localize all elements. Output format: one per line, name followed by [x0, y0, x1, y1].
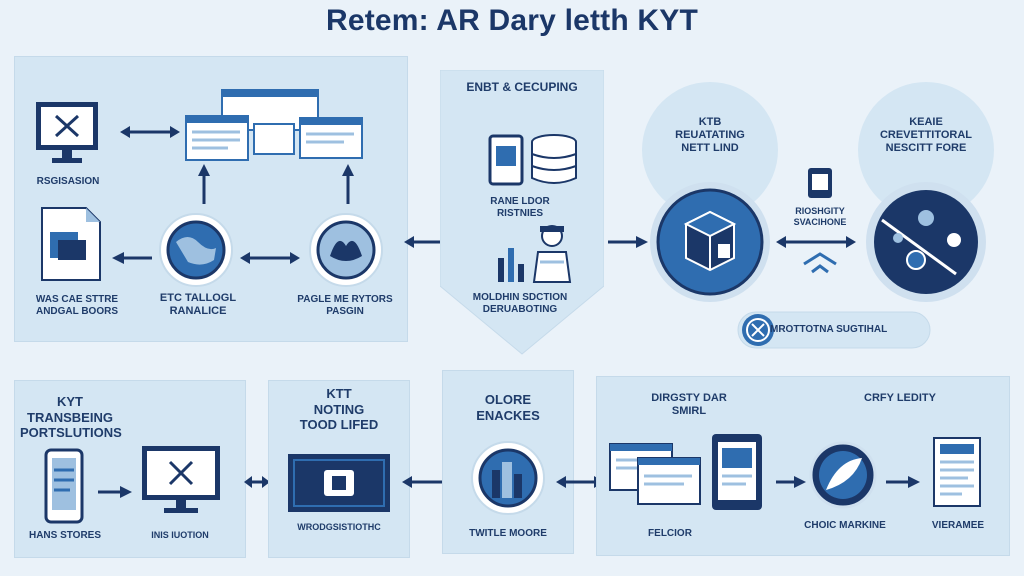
monitor-icon [34, 100, 100, 166]
arrow-up-icon [340, 164, 356, 204]
windows-cluster-icon [184, 88, 374, 168]
middle-label: RIOSHGITY SVACIHONE [793, 206, 847, 227]
gear-circle-icon [864, 180, 988, 304]
circle2-label: KEAIE CREVETTITORAL NESCITT FORE [879, 116, 973, 155]
pagle-label: PAGLE ME RYTORS PASGIN [297, 294, 393, 317]
moldiin-label: MOLDHIN SDCTION DERUABOTING [472, 292, 568, 315]
crfy-ledity-label: CRFY LEDITY [864, 392, 936, 404]
page-title: Retem: AR Dary letth KYT [325, 4, 699, 37]
tallogl-label: ETC TALLOGL RANALICE [159, 292, 237, 318]
terminal-icon [286, 452, 392, 514]
arrow-right-icon [886, 474, 920, 490]
leaf-globe-icon [308, 212, 384, 288]
circle1-label: KTB REUATATING NETT LIND [675, 116, 745, 155]
vieramee-label: VIERAMEE [931, 520, 985, 531]
windows-tablet-icon [608, 432, 768, 512]
document-icon [38, 206, 104, 282]
inis-iuotion-label: INIS IUOTION [151, 530, 209, 540]
ktt-noting-label: KTT NOTING TOOD LIFED [299, 386, 379, 433]
circle-bg-1 [640, 80, 780, 220]
signal-icon [800, 250, 840, 278]
hans-stores-label: HANS STORES [28, 530, 102, 541]
document-page-icon [932, 436, 982, 508]
double-arrow-icon [776, 234, 856, 250]
double-arrow-icon [240, 250, 300, 266]
choic-markine-label: CHOIC MARKINE [804, 520, 886, 531]
circle-bg-2 [856, 80, 996, 220]
arrow-right-icon [776, 474, 806, 490]
twitle-moore-label: TWITLE MOORE [469, 528, 547, 539]
satellite-circle-icon [808, 440, 878, 510]
case-label: WAS CAE STTRE ANDGAL BOORS [35, 294, 119, 317]
monitor-icon [140, 444, 222, 516]
middle-device-icon [806, 166, 834, 200]
badge-label: MROTTOTNA SUGTIHAL [770, 324, 888, 335]
arrow-right-icon [98, 484, 132, 500]
kyt-transbeing-label: KYT TRANSBEING PORTSLUTIONS [20, 394, 122, 441]
registration-label: RSGISASION [36, 176, 100, 187]
double-arrow-icon [120, 124, 180, 140]
felcior-label: FELCIOR [648, 528, 692, 539]
olore-enackes-label: OLORE ENACKES [476, 392, 540, 423]
double-arrow-icon [244, 474, 270, 490]
phone-icon [44, 448, 84, 524]
city-globe-icon [470, 440, 546, 516]
rane-label: RANE LDOR RISTNIES [490, 196, 550, 219]
cube-circle-icon [648, 180, 772, 304]
person-chart-icon [494, 222, 574, 284]
dirgsty-smirl-label: DIRGSTY DAR SMIRL [651, 392, 727, 418]
badge-pill [736, 308, 932, 352]
phone-database-icon [488, 132, 580, 188]
globe-icon [158, 212, 234, 288]
arrow-right-icon [608, 234, 648, 250]
wrodestry-label: WRODGSISTIOTHC [297, 522, 381, 532]
arrow-up-icon [196, 164, 212, 204]
arrow-left-icon [112, 250, 152, 266]
center-header: ENBT & CECUPING [466, 80, 578, 94]
